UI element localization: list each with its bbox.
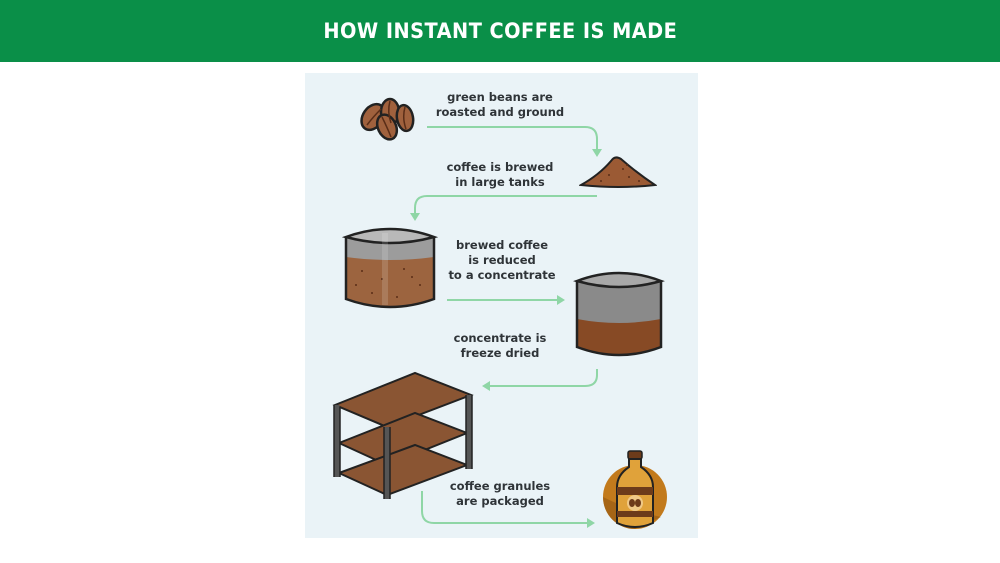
step-3-label: brewed coffee is reduced to a concentrat…	[448, 238, 556, 282]
page-title: HOW INSTANT COFFEE IS MADE	[323, 19, 677, 43]
coffee-jar-icon	[603, 450, 667, 529]
full-brewing-tank-icon	[342, 227, 438, 309]
step-5-label: coffee granules are packaged	[449, 479, 551, 508]
flow-arrows	[410, 126, 602, 528]
concentrate-tank-icon	[573, 271, 665, 357]
step-1-label: green beans are roasted and ground	[435, 90, 565, 119]
process-diagram: green beans are roasted and ground coffe…	[305, 73, 698, 538]
drying-rack-icon	[332, 371, 474, 499]
step-4-label: concentrate is freeze dried	[453, 331, 547, 360]
arrow-step-2	[414, 195, 597, 213]
step-2-label: coffee is brewed in large tanks	[446, 160, 554, 189]
arrow-step-1	[427, 126, 598, 149]
arrow-step-5	[421, 491, 587, 524]
coffee-beans-icon	[360, 97, 415, 141]
title-banner: HOW INSTANT COFFEE IS MADE	[0, 0, 1000, 62]
arrow-step-4	[490, 369, 598, 387]
ground-coffee-pile-icon	[579, 156, 657, 188]
